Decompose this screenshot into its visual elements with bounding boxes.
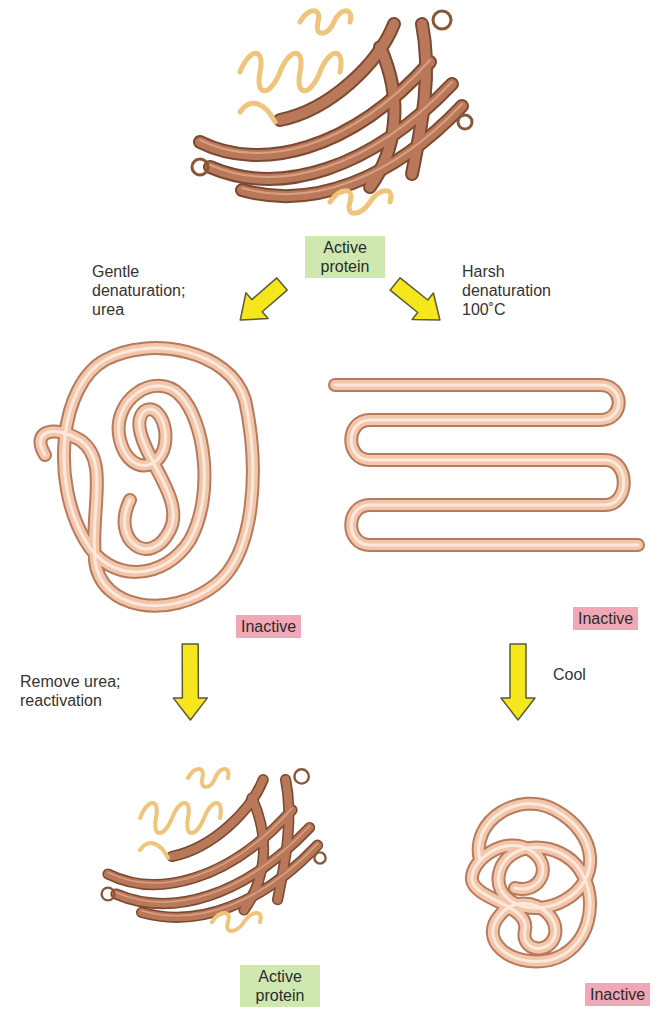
inactive-label: Inactive — [585, 983, 650, 1006]
yellow-arrow — [173, 644, 207, 720]
inactive-label: Inactive — [573, 607, 638, 630]
arrow-label-box: Cool — [553, 665, 613, 684]
arrow-label: Harsh denaturation 100˚C — [462, 262, 572, 319]
folded-protein — [192, 11, 472, 214]
active-label: Active protein — [305, 236, 385, 278]
protein-state: Inactive — [460, 722, 662, 1009]
protein-state: Inactive — [325, 322, 660, 642]
arrow-label-box: Gentle denaturation; urea — [92, 262, 204, 319]
protein-state: Active protein — [90, 722, 335, 1009]
arrow-label-box: Remove urea; reactivation — [20, 672, 160, 710]
yellow-arrow — [240, 278, 287, 320]
arrow-label: Cool — [553, 665, 613, 684]
active-label: Active protein — [240, 965, 320, 1007]
protein-state: Active protein — [180, 0, 480, 282]
inactive-label: Inactive — [236, 615, 301, 638]
yellow-arrow — [501, 644, 535, 720]
folded-protein — [102, 769, 326, 931]
arrow-label-box: Harsh denaturation 100˚C — [462, 262, 572, 319]
yellow-arrow — [390, 278, 440, 320]
denatured-chain — [40, 348, 252, 606]
misfolded-chain — [472, 804, 590, 962]
arrow-label: Gentle denaturation; urea — [92, 262, 204, 319]
extended-chain — [335, 385, 638, 545]
protein-state: Inactive — [25, 322, 320, 642]
arrow-label: Remove urea; reactivation — [20, 672, 160, 710]
